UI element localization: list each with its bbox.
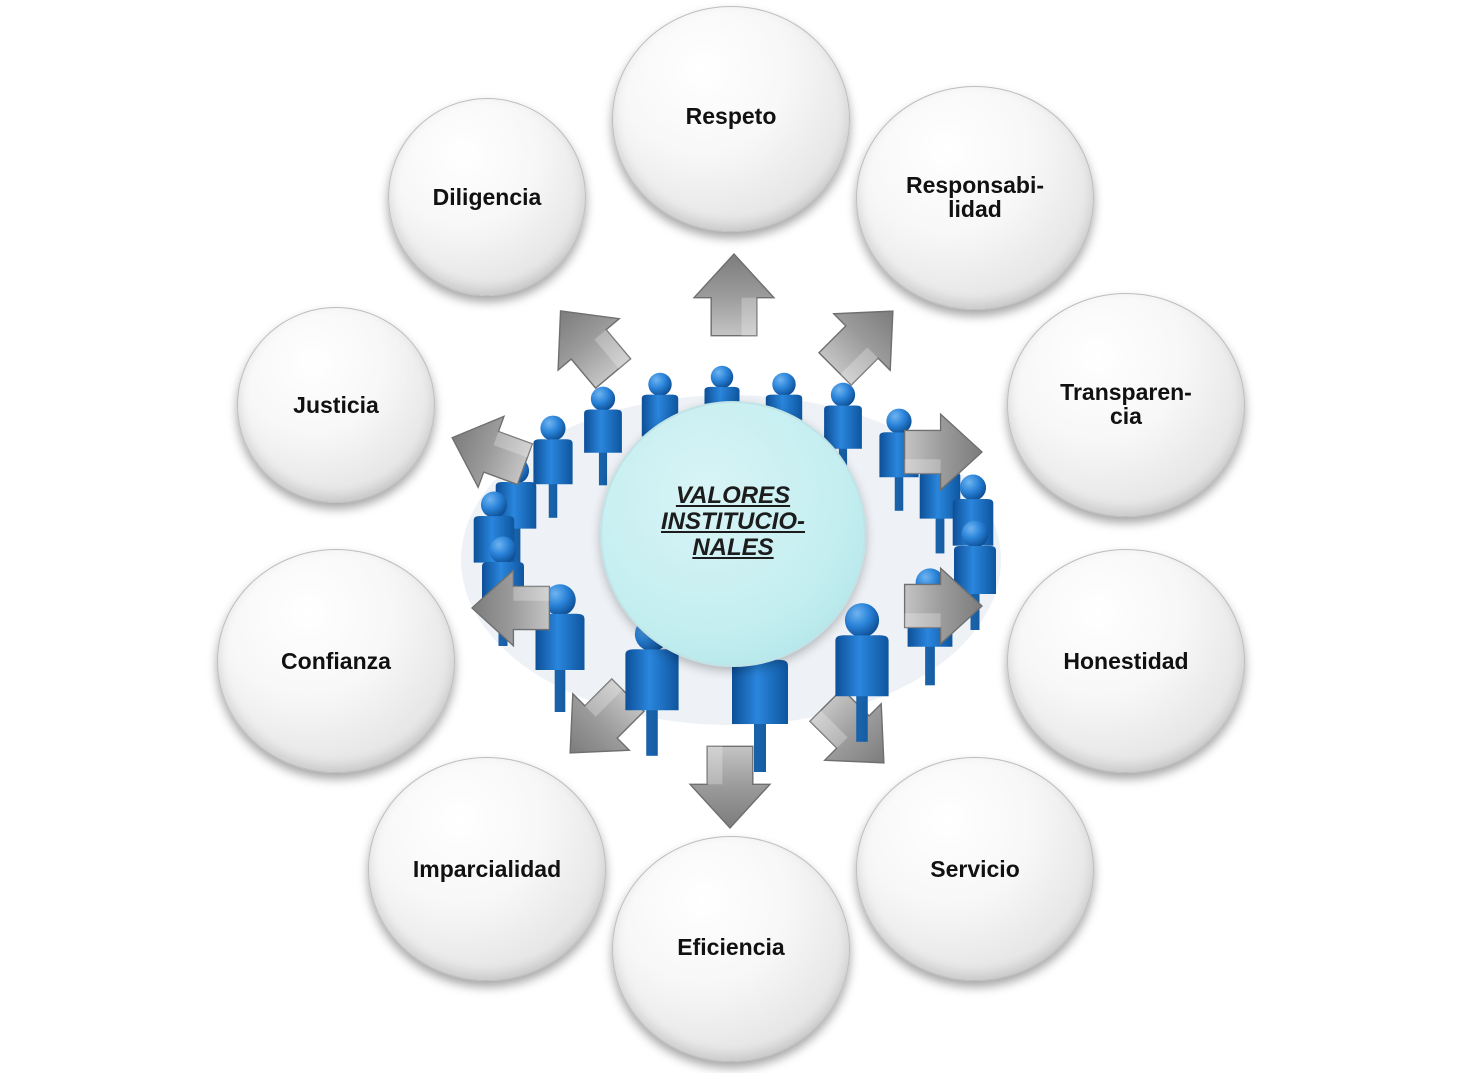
value-label-line: Responsabi- xyxy=(905,172,1045,198)
value-label-line: Transparen- xyxy=(1060,379,1192,405)
arrow-up-right-icon xyxy=(806,282,922,398)
value-bubble-honestidad: Honestidad xyxy=(1007,549,1245,773)
value-label: Transparen- cia xyxy=(1048,380,1204,428)
value-bubble-imparcialidad: Imparcialidad xyxy=(368,757,606,981)
center-hub: VALORES INSTITUCIO- NALES xyxy=(600,401,866,667)
value-label: Respeto xyxy=(685,103,777,129)
arrow-up-left-icon xyxy=(529,284,645,400)
arrow-up-icon xyxy=(693,253,775,337)
center-title-line: VALORES xyxy=(675,482,791,509)
value-label: Eficiencia xyxy=(677,934,785,960)
value-bubble-justicia: Justicia xyxy=(237,307,435,503)
value-bubble-confianza: Confianza xyxy=(217,549,455,773)
value-bubble-responsabilidad: Responsabi- lidad xyxy=(856,86,1094,310)
value-label: Servicio xyxy=(930,856,1020,882)
value-label: Responsabi- lidad xyxy=(894,173,1056,221)
value-label: Diligencia xyxy=(432,184,542,210)
value-bubble-transparencia: Transparen- cia xyxy=(1007,293,1245,517)
value-label-line: lidad xyxy=(948,196,1002,222)
value-label: Confianza xyxy=(281,648,391,674)
value-bubble-servicio: Servicio xyxy=(856,757,1094,981)
value-bubble-diligencia: Diligencia xyxy=(388,98,586,296)
value-bubble-eficiencia: Eficiencia xyxy=(612,836,850,1062)
center-title: VALORES INSTITUCIO- NALES xyxy=(661,483,805,561)
value-label: Honestidad xyxy=(1063,648,1189,674)
value-label-line: cia xyxy=(1110,403,1142,429)
center-title-line: INSTITUCIO- xyxy=(661,508,805,535)
value-label: Justicia xyxy=(293,392,379,418)
value-bubble-respeto: Respeto xyxy=(612,6,850,232)
value-label: Imparcialidad xyxy=(412,856,562,882)
center-title-line: NALES xyxy=(692,534,774,561)
